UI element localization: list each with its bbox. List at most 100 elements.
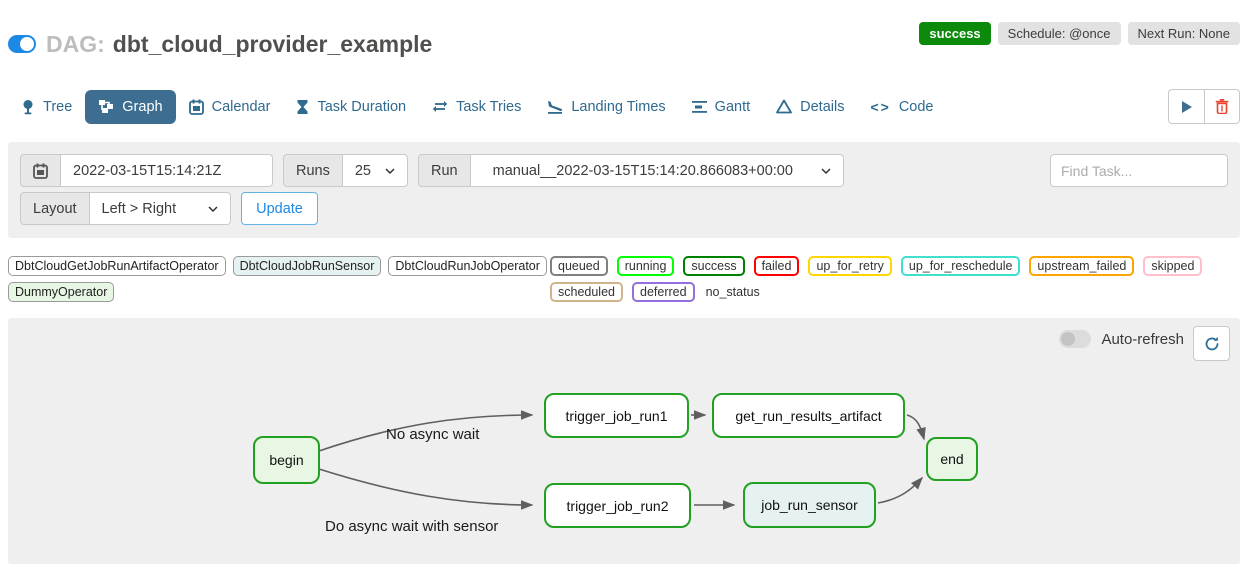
operator-badge: DummyOperator (8, 282, 115, 302)
state-badge-scheduled[interactable]: scheduled (550, 282, 623, 302)
legend: DbtCloudGetJobRunArtifactOperator DbtClo… (8, 256, 1240, 302)
edge-sensor-end (877, 476, 924, 504)
state-badge-running[interactable]: running (616, 256, 675, 276)
refresh-icon (1205, 336, 1218, 350)
state-badge-deferred[interactable]: deferred (632, 282, 695, 302)
next-run-badge: Next Run: None (1127, 22, 1240, 45)
run-select[interactable]: manual__2022-03-15T15:14:20.866083+00:00 (470, 154, 844, 187)
gantt-bars-icon (691, 100, 707, 114)
play-icon (1181, 100, 1192, 113)
execution-date-input[interactable] (61, 154, 273, 187)
edge-label-do-async-wait: Do async wait with sensor (325, 518, 499, 535)
edge-begin-trigger2 (318, 468, 534, 510)
graph-icon (98, 99, 114, 114)
dag-title: dbt_cloud_provider_example (112, 30, 433, 57)
tab-graph[interactable]: Graph (85, 89, 176, 124)
tab-label: Gantt (714, 98, 751, 115)
pin-icon (21, 99, 35, 115)
refresh-button[interactable] (1193, 326, 1230, 361)
state-badge-upstream-failed[interactable]: upstream_failed (1029, 256, 1135, 276)
layout-select[interactable]: Left > Right (89, 192, 232, 225)
header-badges: success Schedule: @once Next Run: None (919, 22, 1240, 45)
code-icon: <> (870, 98, 891, 115)
airflow-dag-page: DAG: dbt_cloud_provider_example success … (0, 20, 1248, 564)
toggle-knob (20, 37, 34, 51)
state-badge-up-for-reschedule[interactable]: up_for_reschedule (900, 256, 1021, 276)
auto-refresh-control: Auto-refresh (1059, 330, 1184, 348)
tab-label: Task Duration (317, 98, 407, 115)
repeat-icon (432, 99, 448, 114)
auto-refresh-toggle[interactable] (1059, 330, 1092, 348)
filter-row-1: Runs 25 Run manual__2022-03-15T15:14:20.… (20, 154, 1228, 187)
tab-tree[interactable]: Tree (8, 90, 85, 124)
find-task-input[interactable] (1050, 154, 1228, 187)
task-node-job-run-sensor[interactable]: job_run_sensor (743, 482, 876, 528)
tab-label: Graph (122, 98, 163, 115)
state-badge-queued[interactable]: queued (550, 256, 608, 276)
operator-legend: DbtCloudGetJobRunArtifactOperator DbtClo… (8, 256, 550, 302)
state-badge-up-for-retry[interactable]: up_for_retry (808, 256, 892, 276)
runs-select[interactable]: 25 (342, 154, 408, 187)
filter-panel: Runs 25 Run manual__2022-03-15T15:14:20.… (8, 142, 1240, 238)
edge-begin-trigger1 (318, 410, 534, 452)
tab-label: Tree (43, 98, 73, 115)
runs-value: 25 (354, 162, 371, 179)
state-badge-skipped[interactable]: skipped (1143, 256, 1203, 276)
state-legend: queued running success failed up_for_ret… (550, 256, 1240, 302)
operator-badge: DbtCloudRunJobOperator (388, 256, 547, 276)
task-node-end[interactable]: end (926, 437, 978, 481)
edge-artifact-end (906, 414, 926, 441)
tab-calendar[interactable]: Calendar (176, 90, 284, 124)
toggle-knob (1061, 332, 1076, 346)
run-value: manual__2022-03-15T15:14:20.866083+00:00 (492, 162, 793, 179)
tab-details[interactable]: Details (763, 90, 857, 124)
layout-value: Left > Right (101, 200, 177, 217)
tab-task-tries[interactable]: Task Tries (419, 90, 534, 124)
dag-header: DAG: dbt_cloud_provider_example success … (8, 20, 1240, 68)
run-group: Run manual__2022-03-15T15:14:20.866083+0… (418, 154, 844, 187)
state-badge-no-status: no_status (705, 285, 760, 299)
trash-icon (1215, 99, 1229, 114)
run-label: Run (418, 154, 471, 187)
edge-label-no-async-wait: No async wait (386, 426, 480, 443)
tab-gantt[interactable]: Gantt (679, 90, 763, 124)
runs-group: Runs 25 (283, 154, 408, 187)
task-node-begin[interactable]: begin (253, 436, 320, 484)
operator-badge: DbtCloudGetJobRunArtifactOperator (8, 256, 226, 276)
calendar-icon (33, 163, 48, 179)
chevron-down-icon (385, 167, 395, 174)
filter-row-2: Layout Left > Right Update (20, 192, 1228, 225)
tab-label: Code (898, 98, 934, 115)
trigger-dag-button[interactable] (1168, 89, 1204, 124)
chevron-down-icon (208, 205, 218, 212)
layout-group: Layout Left > Right (20, 192, 232, 225)
tab-label: Calendar (211, 98, 271, 115)
state-badge-failed[interactable]: failed (753, 256, 800, 276)
dag-graph-panel: Auto-refresh begin trigger_job_run1 get_… (8, 318, 1240, 564)
layout-label: Layout (20, 192, 90, 225)
tab-label: Details (800, 98, 845, 115)
dag-edges (318, 410, 926, 510)
schedule-badge: Schedule: @once (997, 22, 1121, 45)
plane-landing-icon (547, 99, 563, 114)
tab-label: Task Tries (456, 98, 522, 115)
tab-landing-times[interactable]: Landing Times (534, 90, 678, 124)
tab-code[interactable]: <> Code (857, 90, 946, 124)
triangle-icon (776, 99, 793, 114)
task-node-trigger-job-run1[interactable]: trigger_job_run1 (544, 393, 689, 438)
dag-pause-toggle[interactable] (8, 35, 36, 53)
task-node-get-run-results-artifact[interactable]: get_run_results_artifact (712, 393, 905, 438)
date-picker-button[interactable] (20, 154, 61, 187)
chevron-down-icon (821, 167, 831, 174)
dag-label: DAG: (46, 30, 105, 57)
hourglass-icon (296, 99, 309, 115)
auto-refresh-label: Auto-refresh (1101, 330, 1184, 348)
state-badge-success[interactable]: success (683, 256, 745, 276)
update-button[interactable]: Update (241, 192, 318, 225)
calendar-icon (188, 99, 204, 115)
task-node-trigger-job-run2[interactable]: trigger_job_run2 (544, 483, 691, 528)
status-badge: success (919, 22, 991, 45)
delete-dag-button[interactable] (1204, 89, 1240, 124)
tab-task-duration[interactable]: Task Duration (283, 90, 419, 124)
view-tabs: Tree Graph Calendar Task Duration Task T… (8, 88, 1240, 125)
